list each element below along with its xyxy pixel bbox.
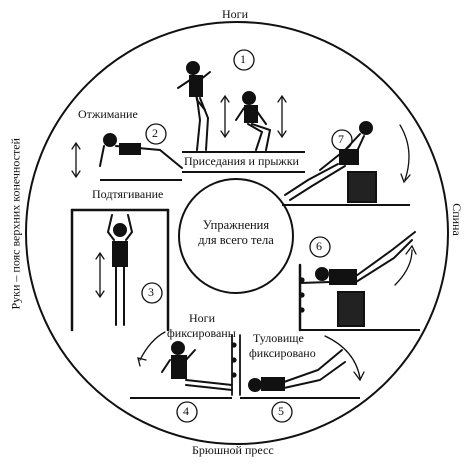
number-circle-4 xyxy=(176,401,198,423)
label-pullup: Подтягивание xyxy=(92,187,164,201)
label-legs-fixed-2: фиксированы xyxy=(167,326,236,340)
center-label-line-2: для всего тела xyxy=(198,233,274,247)
section-label-left: Руки – пояс верхних конечностей xyxy=(8,138,23,310)
figure-back-7 xyxy=(284,121,411,203)
figure-legs-fixed xyxy=(137,331,241,396)
center-label: Упражнения для всего тела xyxy=(186,218,286,248)
number-5: 5 xyxy=(278,404,284,418)
figure-squat-jump xyxy=(177,61,287,151)
label-torso-fixed-1: Туловище xyxy=(253,331,304,345)
number-circles xyxy=(141,49,353,423)
label-legs-fixed-1: Ноги xyxy=(189,311,216,325)
number-6: 6 xyxy=(316,239,322,253)
label-pushup: Отжимание xyxy=(78,107,138,121)
number-circle-1 xyxy=(233,49,255,71)
figure-torso-fixed xyxy=(248,335,365,392)
section-label-top: Ноги xyxy=(222,7,249,21)
section-label-right: Спина xyxy=(449,203,464,236)
figure-pullup xyxy=(70,208,170,332)
figure-pushup xyxy=(71,133,183,179)
section-label-bottom: Брюшной пресс xyxy=(192,443,274,457)
squat-platform xyxy=(182,151,305,173)
label-squats: Приседания и прыжки xyxy=(184,154,299,168)
number-7: 7 xyxy=(338,132,344,146)
center-circle xyxy=(178,178,294,294)
number-circle-6 xyxy=(309,236,331,258)
outer-circle xyxy=(25,21,449,445)
label-torso-fixed-2: фиксировано xyxy=(249,346,316,360)
number-1: 1 xyxy=(240,52,246,66)
number-2: 2 xyxy=(152,126,158,140)
number-circle-3 xyxy=(141,282,163,304)
number-3: 3 xyxy=(148,285,154,299)
number-4: 4 xyxy=(183,404,189,418)
figure-back-6 xyxy=(298,231,417,332)
center-label-line-1: Упражнения xyxy=(202,218,270,232)
number-circle-5 xyxy=(271,401,293,423)
number-circle-2 xyxy=(145,123,167,145)
